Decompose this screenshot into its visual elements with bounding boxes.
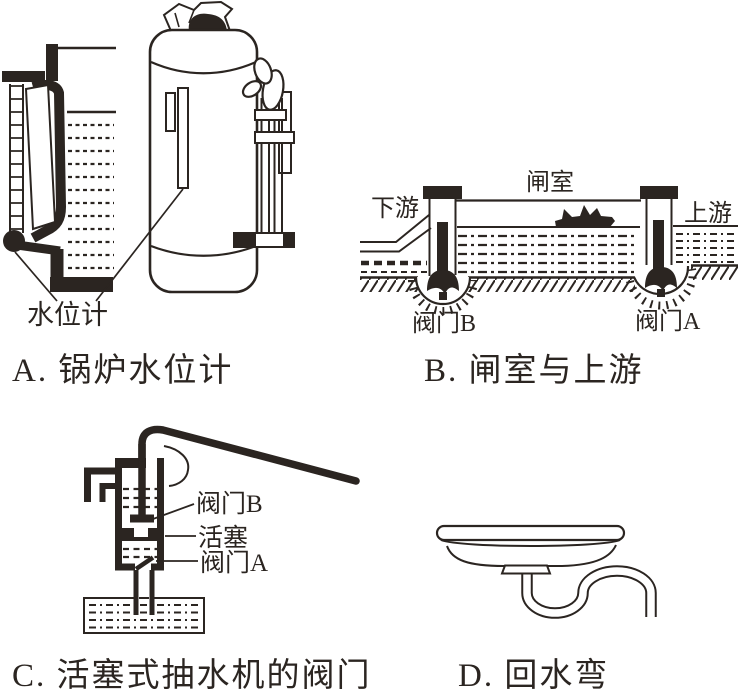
label-upstream: 上游	[684, 200, 732, 227]
pump-handle	[138, 425, 360, 485]
ground-hatch-downstream	[360, 277, 418, 292]
valve-b-plug	[427, 270, 459, 294]
panel-a-boiler-gauge: 水位计 A. 锅炉水位计	[2, 0, 295, 389]
gate-cap-left	[423, 186, 462, 199]
boiler-slot-small	[165, 92, 176, 132]
side-gauge-pipes	[260, 98, 283, 246]
tunnel-hatch-left	[408, 279, 478, 315]
piston-valve-port	[134, 521, 148, 537]
panel-c-piston-pump: 阀门B 活塞 阀门A C. 活塞式抽水机的阀门	[12, 425, 372, 692]
valve-stem-right	[653, 220, 664, 272]
mount-arm-top	[2, 71, 45, 82]
label-downstream: 下游	[371, 195, 419, 222]
pump-top-cap	[115, 458, 146, 468]
gauge-detail: 水位计	[2, 44, 184, 330]
label-valve-a: 阀门A	[635, 308, 701, 335]
upper-chamber-water	[123, 487, 157, 509]
mount-block-top	[46, 44, 58, 81]
valve-a-plug	[645, 267, 677, 291]
downstream-bank-upper	[360, 214, 430, 243]
ground-hatch-chamber	[468, 277, 635, 292]
pump-body	[84, 458, 164, 571]
side-gauge-base-left	[234, 233, 256, 247]
caption-b: B. 闸室与上游	[424, 352, 644, 389]
valve-a-flap	[134, 555, 155, 571]
trap-pipe-bore	[523, 567, 655, 617]
label-pump-valve-a: 阀门A	[200, 549, 268, 577]
sink-lip	[440, 539, 621, 547]
side-gauge-base-right	[283, 233, 294, 247]
caption-d: D. 回水弯	[458, 657, 609, 692]
sink	[435, 524, 626, 575]
lower-chamber-water	[123, 547, 157, 559]
gauge-glass-tube	[24, 83, 57, 231]
downstream-bank-lower	[360, 227, 432, 253]
boiler-body	[148, 28, 259, 294]
boiler-shoulder-seam	[150, 60, 257, 75]
spout-outer	[84, 467, 115, 502]
gauge-label: 水位计	[27, 300, 108, 330]
sink-rim	[435, 524, 626, 542]
label-lock-chamber: 闸室	[526, 169, 574, 196]
panel-d-drain-trap: D. 回水弯	[435, 524, 657, 692]
boiler-cap-knob	[188, 13, 227, 31]
reservoir-water-dashes	[89, 604, 199, 629]
drain-flange	[500, 564, 552, 575]
gate-cap-right	[640, 186, 678, 199]
valve-knob	[3, 230, 25, 252]
boiler-side-gauge	[233, 57, 295, 248]
gate-right	[640, 186, 678, 297]
valve-b-flap	[130, 514, 154, 523]
panel-b-canal-lock: 下游 闸室 上游 阀门B 阀门A B. 闸室与上游	[360, 169, 738, 389]
label-piston: 活塞	[198, 524, 248, 552]
leader-line-right	[95, 188, 184, 302]
label-valve-b: 阀门B	[412, 310, 476, 337]
scale-rungs	[10, 85, 23, 230]
boiler-water-dashes	[68, 123, 114, 270]
side-gauge-bracket-upper	[254, 109, 287, 121]
gate-left	[423, 186, 462, 300]
spout-inner	[99, 483, 115, 502]
boiler-bottom-seam	[150, 244, 257, 257]
leader-line-left	[14, 251, 58, 302]
boiler	[148, 0, 295, 294]
label-pump-valve-b: 阀门B	[196, 490, 263, 518]
valve-stem-left	[437, 222, 448, 278]
caption-a: A. 锅炉水位计	[12, 352, 233, 389]
boiler-cap-detail	[174, 9, 195, 28]
leader-valve-b	[152, 503, 195, 520]
handle-linkage	[163, 445, 190, 487]
side-gauge-bracket-lower	[254, 131, 295, 144]
side-gauge-handle-leaf	[241, 80, 263, 98]
shell-bottom-bar	[50, 277, 113, 292]
scale-ladder	[9, 84, 24, 233]
boat	[555, 205, 615, 227]
caption-c: C. 活塞式抽水机的阀门	[12, 657, 372, 692]
boiler-sight-slot	[177, 87, 189, 189]
ground-hatch-upstream	[691, 266, 738, 280]
tunnel-hatch-right	[626, 268, 697, 310]
side-gauge-handle-small	[253, 57, 273, 85]
